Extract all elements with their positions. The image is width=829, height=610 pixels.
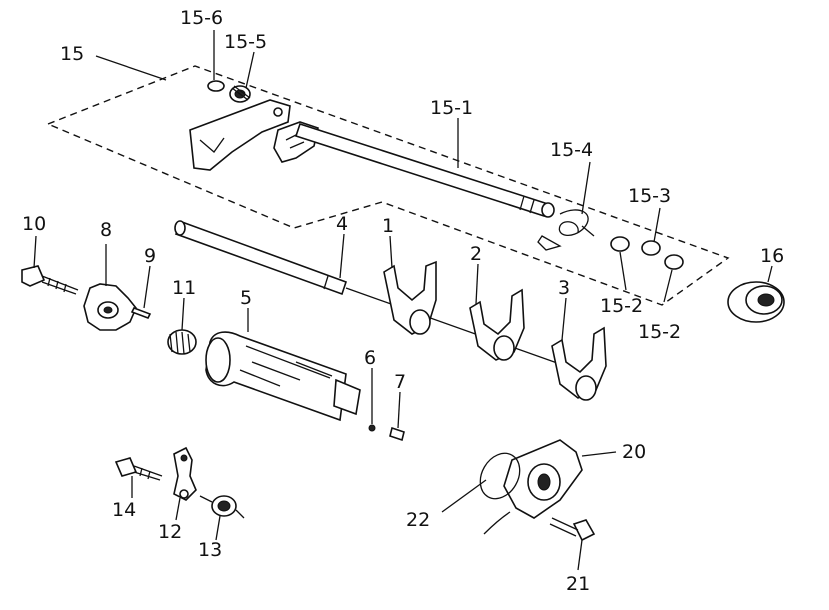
part-6-small-pin (368, 424, 376, 432)
part-15-6-oring (207, 80, 225, 92)
label-1: 1 (382, 215, 394, 237)
label-15-2-a: 15-2 (600, 295, 643, 317)
label-8: 8 (100, 219, 112, 241)
label-15: 15 (60, 43, 84, 65)
label-15-1: 15-1 (430, 97, 473, 119)
part-13-spring (199, 495, 245, 519)
part-14-bolt (114, 457, 163, 481)
label-14: 14 (112, 499, 136, 521)
label-15-3: 15-3 (628, 185, 671, 207)
part-15-4-return-spring (537, 209, 595, 251)
label-10: 10 (22, 213, 46, 235)
part-22-oring (479, 452, 521, 500)
label-4: 4 (336, 213, 348, 235)
label-5: 5 (240, 287, 252, 309)
label-7: 7 (394, 371, 406, 393)
part-15-2-washer-a (610, 236, 630, 252)
label-15-4: 15-4 (550, 139, 593, 161)
leader-lines (33, 30, 773, 571)
part-3-shift-fork (551, 326, 607, 401)
part-15-5-spring (229, 85, 251, 103)
part-4-fork-shaft (174, 220, 561, 365)
label-12: 12 (158, 521, 182, 543)
label-2: 2 (470, 243, 482, 265)
label-13: 13 (198, 539, 222, 561)
part-15-2-washer-b (664, 254, 684, 270)
label-9: 9 (144, 245, 156, 267)
part-5-shift-drum (205, 331, 361, 422)
part-12-stopper-arm (173, 446, 197, 501)
part-9-pin (130, 306, 152, 320)
part-20-cover-plate (483, 439, 583, 535)
label-3: 3 (558, 277, 570, 299)
part-11-gear (167, 329, 197, 355)
part-10-bolt (21, 265, 79, 295)
label-15-2-b: 15-2 (638, 321, 681, 343)
label-20: 20 (622, 441, 646, 463)
assembly-15-boundary (46, 65, 730, 306)
part-8-shift-drum-stopper-plate (83, 283, 137, 331)
part-1-shift-fork (383, 260, 437, 335)
part-2-shift-fork (469, 288, 525, 361)
label-22: 22 (406, 509, 430, 531)
part-16-bearing (727, 281, 785, 323)
label-6: 6 (364, 347, 376, 369)
label-16: 16 (760, 245, 784, 267)
label-15-6: 15-6 (180, 7, 223, 29)
part-21-bolt (549, 517, 596, 542)
label-21: 21 (566, 573, 590, 595)
part-15-3-washer (641, 240, 661, 256)
part-7-pin (389, 426, 405, 442)
part-15-1-shift-shaft (294, 122, 555, 218)
label-11: 11 (172, 277, 196, 299)
label-15-5: 15-5 (224, 31, 267, 53)
